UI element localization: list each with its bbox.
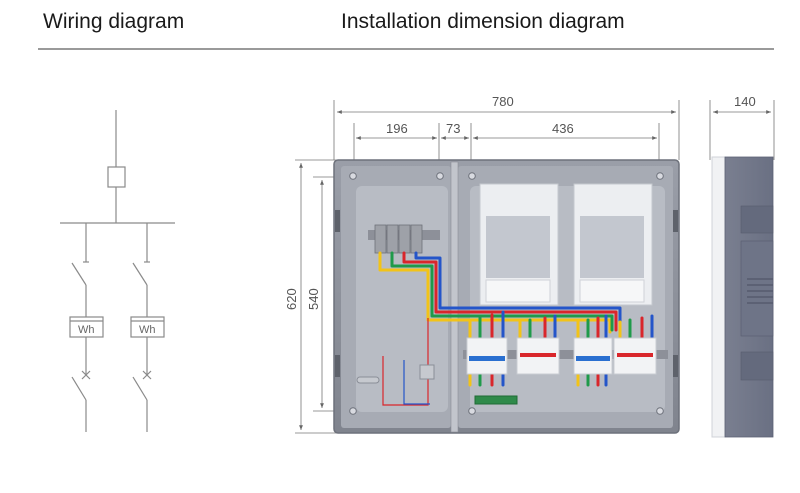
dim-depth: 140 bbox=[734, 94, 756, 109]
ground-bar bbox=[474, 395, 518, 405]
circuit-breakers bbox=[466, 337, 657, 375]
disconnect-switch-symbol bbox=[71, 262, 87, 286]
side-door-lip bbox=[711, 156, 726, 438]
breaker-2 bbox=[516, 337, 560, 375]
dim-mid-segment: 73 bbox=[446, 121, 460, 136]
door-hinges bbox=[335, 210, 678, 377]
dim-overall-width: 780 bbox=[492, 94, 514, 109]
din-rail-bottom bbox=[463, 350, 668, 359]
dim-left-segment: 196 bbox=[386, 121, 408, 136]
meter-socket-2 bbox=[573, 183, 653, 306]
meter-label-1: Wh bbox=[78, 324, 95, 336]
dim-overall-height: 620 bbox=[284, 288, 299, 310]
single-line-schematic bbox=[60, 110, 175, 432]
wiring-diagram-heading: Wiring diagram bbox=[43, 10, 185, 33]
disconnect-switch-symbol bbox=[132, 262, 148, 286]
thin-wires bbox=[382, 318, 430, 406]
neutral-terminal bbox=[419, 364, 435, 380]
installation-diagram-heading: Installation dimension diagram bbox=[341, 10, 625, 33]
meter-label-2: Wh bbox=[139, 324, 156, 336]
enclosure-side-photo bbox=[711, 156, 774, 438]
branch-2 bbox=[130, 223, 165, 432]
meter-socket-1 bbox=[479, 183, 559, 306]
center-divider bbox=[450, 161, 459, 433]
side-vents bbox=[747, 278, 773, 304]
dim-right-segment: 436 bbox=[552, 121, 574, 136]
breaker-3 bbox=[573, 337, 613, 375]
branch-1 bbox=[69, 223, 104, 432]
dimension-lines bbox=[295, 100, 775, 434]
main-protection-symbol bbox=[107, 166, 126, 188]
heading-divider bbox=[38, 48, 774, 50]
breaker-4 bbox=[613, 337, 657, 375]
breaker-1 bbox=[466, 337, 508, 375]
cable-clamp bbox=[356, 376, 380, 384]
terminal-block bbox=[374, 224, 423, 254]
dim-mounting-height: 540 bbox=[306, 288, 321, 310]
mounting-screws bbox=[349, 172, 664, 415]
enclosure-front-photo bbox=[333, 159, 680, 434]
